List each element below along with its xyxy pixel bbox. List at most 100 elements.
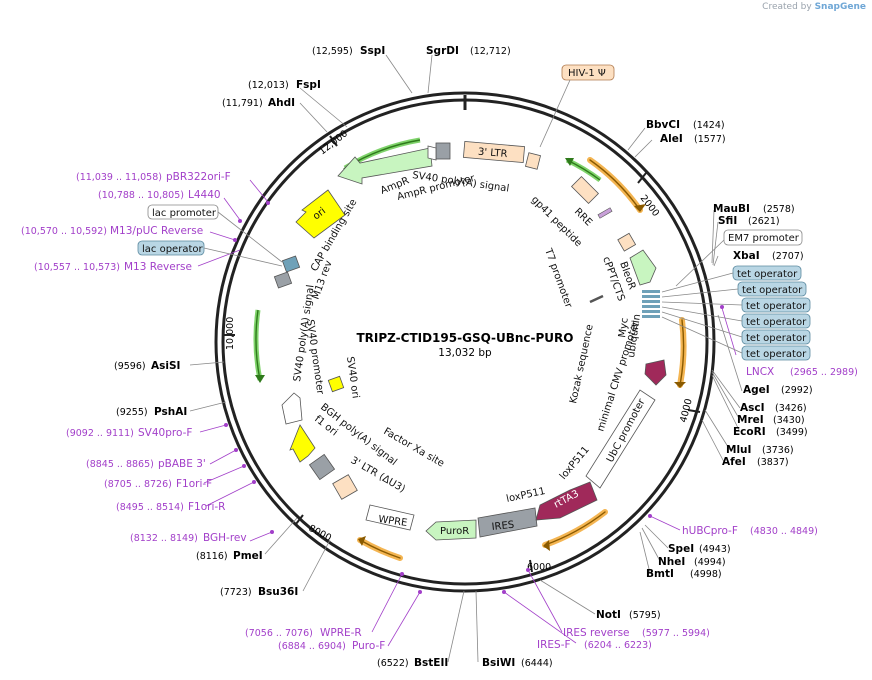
enz-pos-nhei: (4994) <box>694 557 726 568</box>
em7-box <box>723 229 803 246</box>
ampr-promoter-block <box>435 142 451 160</box>
enz-bbvci: BbvCI <box>646 119 680 131</box>
myc-label: Myc <box>617 317 631 338</box>
primer-labels: (11,039 .. 11,058) pBR322ori-F (10,788 .… <box>21 171 858 652</box>
snapgene-credit: Created by SnapGene <box>762 2 866 12</box>
tet-operator-stack <box>642 290 660 318</box>
lac-block <box>281 255 301 273</box>
primer-pos-lncx: (2965 .. 2989) <box>790 367 858 378</box>
primer-bghrev: BGH-rev <box>203 532 247 544</box>
enz-pos-afei: (3837) <box>757 457 789 468</box>
enz-pshai: PshAI <box>154 406 187 418</box>
primer-f1f: F1ori-F <box>176 478 212 490</box>
tick-12000: 12,000 <box>317 128 350 157</box>
enz-pos-sfii: (2621) <box>748 216 780 227</box>
enz-mrei: MreI <box>737 414 764 426</box>
primer-pos-ires-rev: (5977 .. 5994) <box>642 628 710 639</box>
enz-pos-mlui: (3736) <box>762 445 794 456</box>
ori-arrow <box>295 189 346 239</box>
boxed-features: HIV-1 Ψ EM7 promoter tet operator tet op… <box>137 64 811 361</box>
enz-ecori: EcoRI <box>733 426 766 438</box>
enz-bsiwi: BsiWI <box>482 657 515 669</box>
enz-noti: NotI <box>596 609 621 621</box>
ampr-promoter-arrow <box>427 145 437 161</box>
enz-bmti: BmtI <box>646 568 674 580</box>
enz-nhei: NheI <box>658 556 685 568</box>
primer-sv40pro: SV40pro-F <box>138 427 192 439</box>
tick-10000: 10,000 <box>225 317 236 350</box>
enz-pos-noti: (5795) <box>629 610 661 621</box>
enz-pos-asisi: (9596) <box>114 361 146 372</box>
primer-pbabe: pBABE 3' <box>158 458 206 470</box>
ltr3-label: 3' LTR (ΔU3) <box>349 455 407 495</box>
enz-pos-pshai: (9255) <box>116 407 148 418</box>
puror-label: PuroR <box>440 526 469 537</box>
tet-label-6: tet operator <box>746 349 807 360</box>
primer-pos-m13rev: (10,557 .. 10,573) <box>34 262 120 273</box>
primer-purof: Puro-F <box>352 640 385 652</box>
primer-pos-hubc: (4830 .. 4849) <box>750 526 818 537</box>
enz-asci: AscI <box>740 402 765 414</box>
em7-label: EM7 promoter <box>728 233 800 244</box>
ires-label: IRES <box>491 520 515 533</box>
primer-pos-purof: (6884 .. 6904) <box>278 641 346 652</box>
t7-block <box>589 294 604 304</box>
puror-arrow <box>425 519 477 541</box>
primer-hubc: hUBCpro-F <box>682 525 738 537</box>
enz-bsu36i: Bsu36I <box>258 586 298 598</box>
primer-pbr322: pBR322ori-F <box>166 171 231 183</box>
tet-label-1: tet operator <box>737 269 798 280</box>
enz-pos-pmei: (8116) <box>196 551 228 562</box>
primer-pos-wpre: (7056 .. 7076) <box>245 628 313 639</box>
wpre-block <box>365 504 415 531</box>
primer-pos-pbabe: (8845 .. 8865) <box>86 459 154 470</box>
enz-agei: AgeI <box>743 384 770 396</box>
t7-label: T7 promoter <box>542 246 574 310</box>
enz-sfii: SfiI <box>718 215 737 227</box>
tet-label-3: tet operator <box>746 301 807 312</box>
gp41-label: gp41 peptide <box>529 194 584 249</box>
ltr-5-small <box>524 152 542 170</box>
enz-xbai: XbaI <box>733 250 760 262</box>
wpre-label: WPRE <box>378 514 408 529</box>
bleo-arrow <box>629 249 657 286</box>
enz-fspi: FspI <box>296 79 321 91</box>
enz-pos-ahdi: (11,791) <box>222 98 263 109</box>
ires-block <box>477 507 538 538</box>
enz-pos-spei: (4943) <box>699 544 731 555</box>
sv40-ori-block <box>327 375 345 393</box>
hiv-psi-box <box>561 64 615 81</box>
enz-pos-bbvci: (1424) <box>693 120 725 131</box>
primer-pos-f1f: (8705 .. 8726) <box>104 479 172 490</box>
enz-pos-maubi: (2578) <box>763 204 795 215</box>
primer-pos-iresf: (6204 .. 6223) <box>584 640 652 651</box>
primer-f1r: F1ori-R <box>188 501 225 513</box>
enz-bsteii: BstEII <box>414 657 448 669</box>
primer-pos-bghrev: (8132 .. 8149) <box>130 533 198 544</box>
enz-asisi: AsiSI <box>151 360 180 372</box>
credit-prefix: Created by <box>762 2 812 12</box>
enz-sgrdi: SgrDI <box>426 45 459 57</box>
enz-spei: SpeI <box>668 543 694 555</box>
ubiquitin-arrow <box>644 359 667 386</box>
orf-arcs <box>357 157 687 561</box>
enz-pos-mrei: (3430) <box>773 415 805 426</box>
loxp-label-1: loxP511 <box>505 486 546 505</box>
cppt-block <box>617 232 637 252</box>
tet-label-2: tet operator <box>742 285 803 296</box>
primer-ires-rev: IRES reverse <box>563 627 630 639</box>
ltr-5-label: 3' LTR <box>477 147 507 161</box>
enz-sspi: SspI <box>360 45 385 57</box>
primer-l4440: L4440 <box>188 189 221 201</box>
ubc-promoter-block <box>585 389 656 489</box>
ltr-5-block <box>462 140 526 164</box>
primer-pos-sv40pro: (9092 .. 9111) <box>66 428 134 439</box>
lac-promoter-label: lac promoter <box>152 208 217 219</box>
tick-6000: 6000 <box>527 562 551 573</box>
f1-ori-arrow <box>289 424 316 463</box>
enz-pos-agei: (2992) <box>781 385 813 396</box>
cap-small <box>273 271 293 289</box>
enz-maubi: MauBI <box>713 203 750 215</box>
enzyme-labels: (12,595) SspI SgrDI (12,712) (12,013) Fs… <box>114 45 813 669</box>
